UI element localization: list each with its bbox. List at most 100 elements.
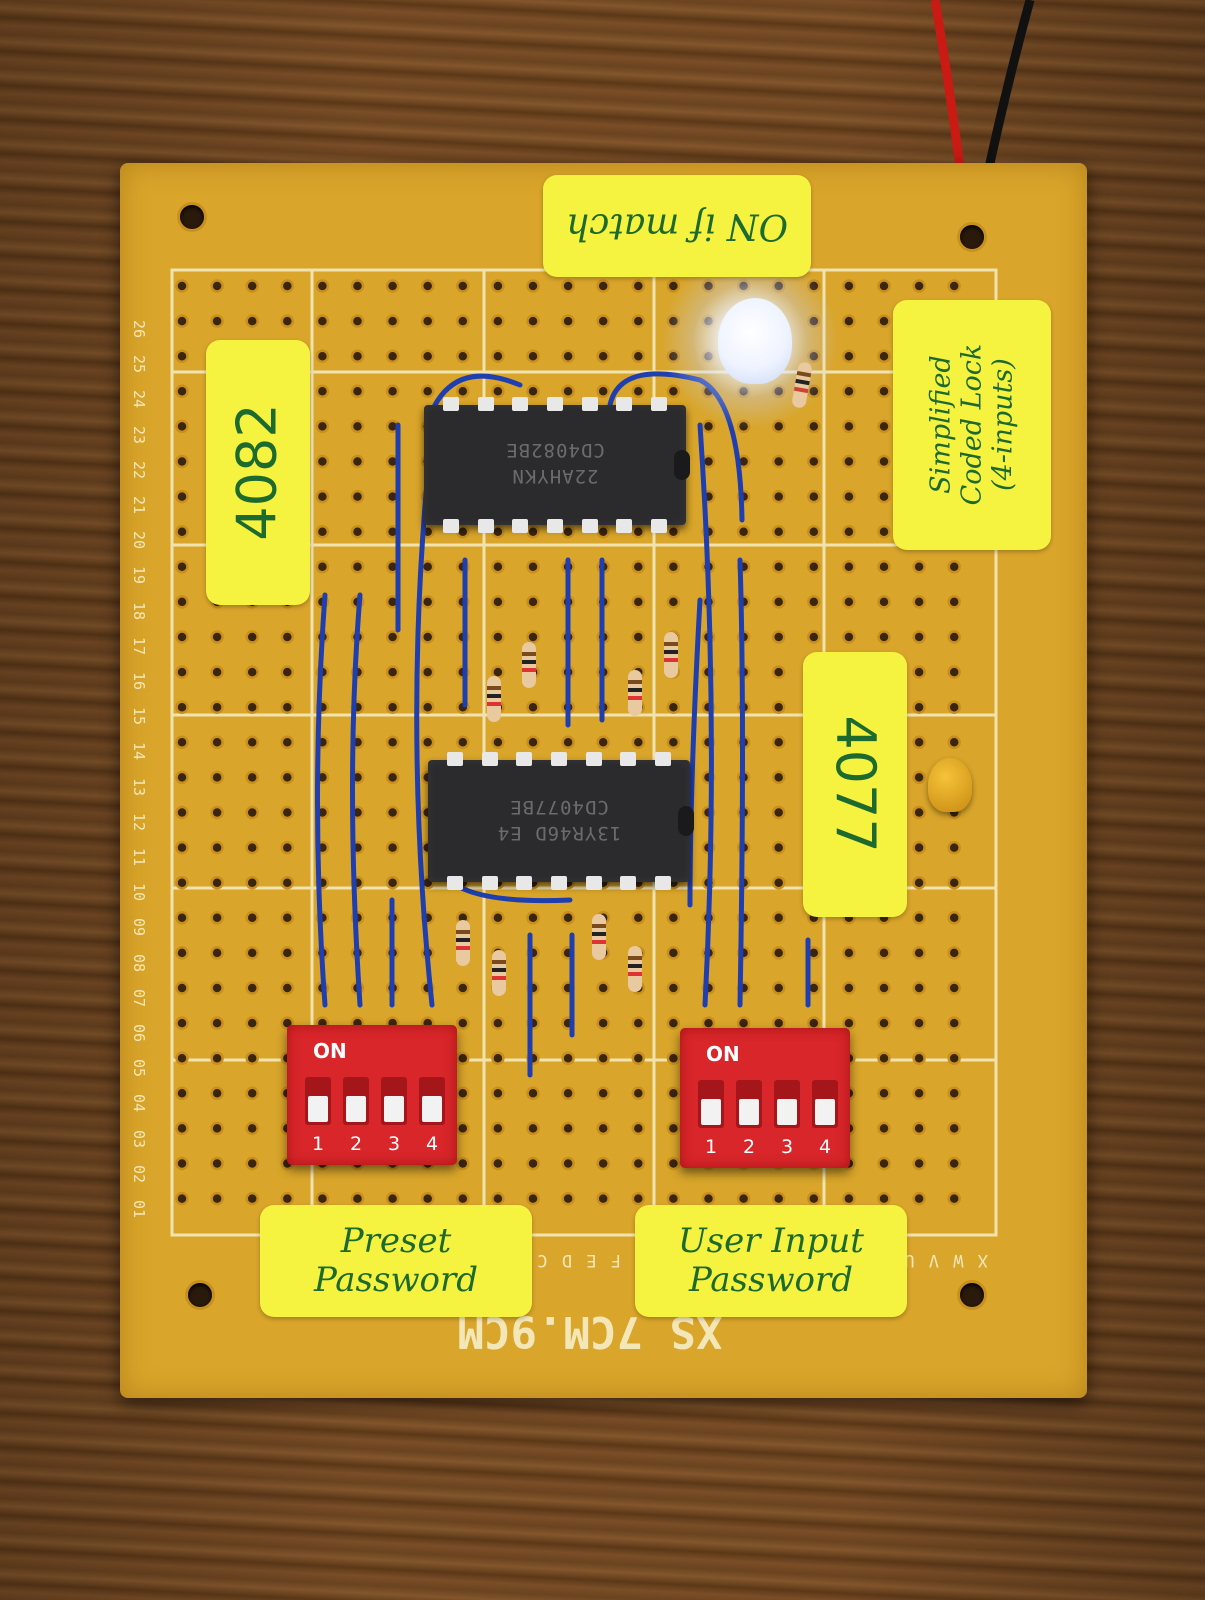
pcb-hole: [245, 911, 259, 925]
pcb-hole: [491, 1121, 505, 1136]
mount-hole-bottom-right: [960, 1283, 984, 1307]
note-preset-password: Preset Password: [260, 1205, 532, 1317]
pcb-hole: [666, 560, 681, 574]
pcb-hole: [666, 946, 681, 960]
pcb-hole: [947, 1191, 961, 1206]
pcb-hole: [947, 840, 961, 855]
pcb-hole: [210, 875, 224, 890]
dip-number: 4: [425, 1133, 439, 1155]
row-number: 16: [130, 671, 149, 691]
pcb-hole: [771, 454, 786, 469]
pcb-hole: [280, 314, 295, 328]
dip-switch-user[interactable]: ON 1 2 3 4: [680, 1028, 850, 1168]
pcb-hole: [491, 314, 505, 328]
pcb-hole: [596, 279, 610, 293]
pcb-hole: [666, 1191, 681, 1206]
dip-toggle-1[interactable]: [305, 1077, 331, 1125]
pcb-hole: [947, 279, 961, 293]
pcb-hole: [210, 1156, 224, 1171]
pcb-hole: [210, 1086, 224, 1101]
pcb-hole: [771, 805, 786, 820]
pcb-hole: [912, 875, 926, 890]
pcb-hole: [491, 630, 505, 644]
note-simplified-coded-lock: Simplified Coded Lock (4-inputs): [893, 300, 1051, 550]
row-number: 04: [130, 1094, 149, 1113]
pcb-hole: [456, 1016, 470, 1030]
note-4082: 4082: [206, 340, 310, 605]
pcb-hole: [596, 1051, 610, 1065]
pcb-hole: [666, 981, 681, 995]
row-number: 25: [130, 355, 149, 374]
pcb-hole: [210, 665, 224, 679]
pcb-hole: [245, 314, 259, 328]
dip-toggle-3[interactable]: [381, 1077, 407, 1125]
pcb-hole: [245, 735, 259, 750]
pcb-hole: [666, 700, 681, 714]
pcb-hole: [947, 665, 961, 679]
dip-toggle-2[interactable]: [343, 1077, 369, 1125]
pcb-hole: [526, 595, 540, 609]
pcb-hole: [491, 349, 505, 363]
pcb-hole: [842, 981, 856, 995]
pcb-hole: [245, 279, 259, 293]
pcb-hole: [175, 595, 189, 609]
pcb-hole: [947, 981, 961, 995]
pcb-hole: [175, 489, 189, 504]
pcb-hole: [175, 981, 189, 995]
pcb-hole: [385, 630, 400, 644]
dip-toggle-2[interactable]: [736, 1080, 762, 1128]
pcb-hole: [385, 700, 400, 714]
pcb-hole: [596, 349, 610, 363]
ic-4082-marking-2: 22AHYKN: [511, 465, 599, 487]
dip-toggle-1[interactable]: [698, 1080, 724, 1128]
pcb-hole: [771, 1016, 786, 1030]
dip-toggle-3[interactable]: [774, 1080, 800, 1128]
pcb-hole: [807, 630, 821, 644]
pcb-hole: [666, 735, 681, 750]
pcb-hole: [280, 805, 295, 820]
pcb-hole: [666, 1051, 681, 1065]
pcb-hole: [842, 454, 856, 469]
pcb-hole: [842, 595, 856, 609]
resistor: [592, 914, 606, 960]
pcb-hole: [631, 1086, 646, 1101]
pcb-hole: [807, 454, 821, 469]
pcb-hole: [175, 840, 189, 855]
pcb-hole: [350, 384, 365, 399]
row-number: 11: [130, 847, 149, 867]
pcb-hole: [561, 1121, 575, 1136]
dip-on-label: ON: [313, 1039, 347, 1063]
pcb-hole: [350, 560, 365, 574]
pcb-hole: [912, 1016, 926, 1030]
row-number: 05: [130, 1059, 149, 1078]
pcb-hole: [350, 314, 365, 328]
pcb-hole: [350, 419, 365, 434]
pcb-hole: [210, 735, 224, 750]
pcb-hole: [877, 595, 891, 609]
pcb-hole: [912, 630, 926, 644]
pcb-hole: [666, 1156, 681, 1171]
pcb-hole: [596, 1121, 610, 1136]
note-4077-text: 4077: [824, 715, 888, 854]
pcb-hole: [210, 1016, 224, 1030]
pcb-hole: [771, 946, 786, 960]
pcb-hole: [491, 735, 505, 750]
pcb-hole: [877, 946, 891, 960]
pcb-hole: [210, 314, 224, 328]
dip-switch-preset[interactable]: ON 1 2 3 4: [287, 1025, 457, 1165]
note-simplified-coded-lock-text: Simplified Coded Lock (4-inputs): [925, 344, 1019, 506]
pcb-hole: [456, 1051, 470, 1065]
pcb-hole: [947, 700, 961, 714]
pcb-hole: [771, 630, 786, 644]
pcb-hole: [280, 735, 295, 750]
pcb-hole: [175, 911, 189, 925]
pcb-hole: [385, 770, 400, 785]
dip-toggle-4[interactable]: [812, 1080, 838, 1128]
dip-toggle-4[interactable]: [419, 1077, 445, 1125]
pcb-hole: [842, 384, 856, 399]
pcb-hole: [385, 735, 400, 750]
pcb-hole: [666, 524, 681, 539]
pcb-hole: [210, 700, 224, 714]
dip-number: 4: [818, 1136, 832, 1158]
pcb-hole: [631, 1051, 646, 1065]
